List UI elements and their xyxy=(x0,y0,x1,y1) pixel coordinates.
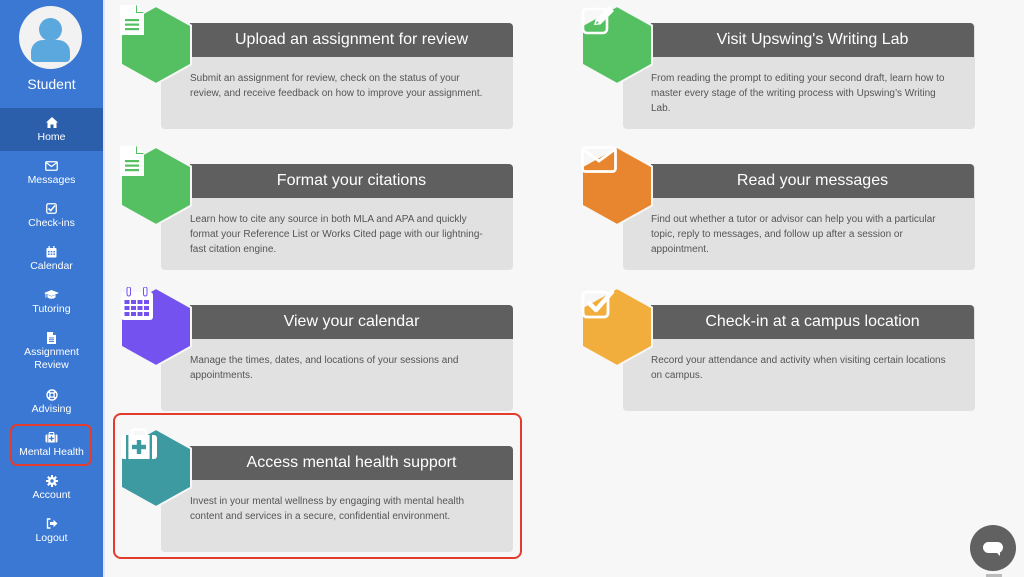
chat-widget-button[interactable] xyxy=(970,525,1016,571)
sidebar-item-label: Tutoring xyxy=(32,302,71,315)
card-description: From reading the prompt to editing your … xyxy=(651,73,945,114)
card-read-messages[interactable]: Read your messages Find out whether a tu… xyxy=(581,146,984,270)
checkbox-icon xyxy=(581,287,653,367)
sidebar: Student Home Messages Check-ins Calendar xyxy=(0,0,105,577)
card-format-citations[interactable]: Format your citations Learn how to cite … xyxy=(120,146,523,270)
graduation-cap-icon xyxy=(44,288,59,302)
card-title[interactable]: View your calendar xyxy=(190,305,513,339)
sidebar-item-label: Messages xyxy=(27,173,76,186)
sidebar-item-label-line2: Review xyxy=(34,359,69,371)
chat-bubble-tail-icon xyxy=(996,552,1000,556)
card-title[interactable]: Access mental health support xyxy=(190,446,513,480)
gear-icon xyxy=(45,474,58,488)
sidebar-item-label: Check-ins xyxy=(28,216,75,229)
sidebar-item-check-ins[interactable]: Check-ins xyxy=(0,194,103,237)
document-icon xyxy=(120,5,192,85)
pencil-square-icon xyxy=(581,5,653,85)
card-title[interactable]: Read your messages xyxy=(651,164,974,198)
sidebar-item-account[interactable]: Account xyxy=(0,466,103,509)
medkit-icon xyxy=(45,431,58,445)
user-role-label: Student xyxy=(27,76,76,92)
avatar[interactable] xyxy=(19,6,82,69)
document-icon xyxy=(120,146,192,226)
sidebar-item-advising[interactable]: Advising xyxy=(0,380,103,423)
card-description: Learn how to cite any source in both MLA… xyxy=(190,214,483,255)
card-title[interactable]: Check-in at a campus location xyxy=(651,305,974,339)
card-description: Invest in your mental wellness by engagi… xyxy=(190,496,465,522)
sidebar-item-label: Mental Health xyxy=(19,445,84,458)
sidebar-item-messages[interactable]: Messages xyxy=(0,151,103,194)
sidebar-item-home[interactable]: Home xyxy=(0,108,103,151)
sidebar-item-label: Home xyxy=(37,130,66,143)
medkit-icon xyxy=(120,428,192,508)
card-hexagon xyxy=(120,146,192,226)
card-writing-lab[interactable]: Visit Upswing's Writing Lab From reading… xyxy=(581,5,984,129)
sidebar-item-label: Advising xyxy=(31,402,72,415)
card-mental-health-support[interactable]: Access mental health support Invest in y… xyxy=(120,428,523,552)
sign-out-icon xyxy=(46,517,58,531)
envelope-icon xyxy=(45,159,58,173)
card-hexagon xyxy=(120,428,192,508)
sidebar-item-logout[interactable]: Logout xyxy=(0,509,103,552)
avatar-body-icon xyxy=(31,40,70,62)
card-description: Manage the times, dates, and locations o… xyxy=(190,355,459,381)
document-icon xyxy=(47,331,56,345)
sidebar-item-label: Account xyxy=(32,488,71,501)
card-upload-assignment[interactable]: Upload an assignment for review Submit a… xyxy=(120,5,523,129)
card-title[interactable]: Upload an assignment for review xyxy=(190,23,513,57)
chat-widget-shadow xyxy=(986,574,1002,577)
card-hexagon xyxy=(581,287,653,367)
card-view-calendar[interactable]: View your calendar Manage the times, dat… xyxy=(120,287,523,411)
avatar-head-icon xyxy=(39,18,62,41)
card-description: Find out whether a tutor or advisor can … xyxy=(651,214,936,255)
sidebar-nav: Home Messages Check-ins Calendar Tutorin… xyxy=(0,108,103,552)
card-hexagon xyxy=(581,146,653,226)
card-description: Record your attendance and activity when… xyxy=(651,355,946,381)
envelope-icon xyxy=(581,146,653,226)
calendar-icon xyxy=(46,245,57,259)
sidebar-item-label-line1: Assignment xyxy=(24,346,79,358)
chat-bubble-icon xyxy=(983,542,1003,553)
calendar-icon xyxy=(120,287,192,367)
card-hexagon xyxy=(581,5,653,85)
sidebar-item-label: Logout xyxy=(35,531,68,544)
card-campus-check-in[interactable]: Check-in at a campus location Record you… xyxy=(581,287,984,411)
card-description: Submit an assignment for review, check o… xyxy=(190,73,483,99)
card-hexagon xyxy=(120,5,192,85)
home-icon xyxy=(45,116,58,130)
sidebar-item-label: Calendar xyxy=(30,259,73,272)
sidebar-item-calendar[interactable]: Calendar xyxy=(0,237,103,280)
sidebar-item-tutoring[interactable]: Tutoring xyxy=(0,280,103,323)
card-title[interactable]: Visit Upswing's Writing Lab xyxy=(651,23,974,57)
checkbox-icon xyxy=(46,202,57,216)
sidebar-item-assignment-review[interactable]: Assignment Review xyxy=(0,323,103,380)
life-ring-icon xyxy=(45,388,58,402)
card-hexagon xyxy=(120,287,192,367)
card-title[interactable]: Format your citations xyxy=(190,164,513,198)
sidebar-item-mental-health[interactable]: Mental Health xyxy=(0,423,103,466)
